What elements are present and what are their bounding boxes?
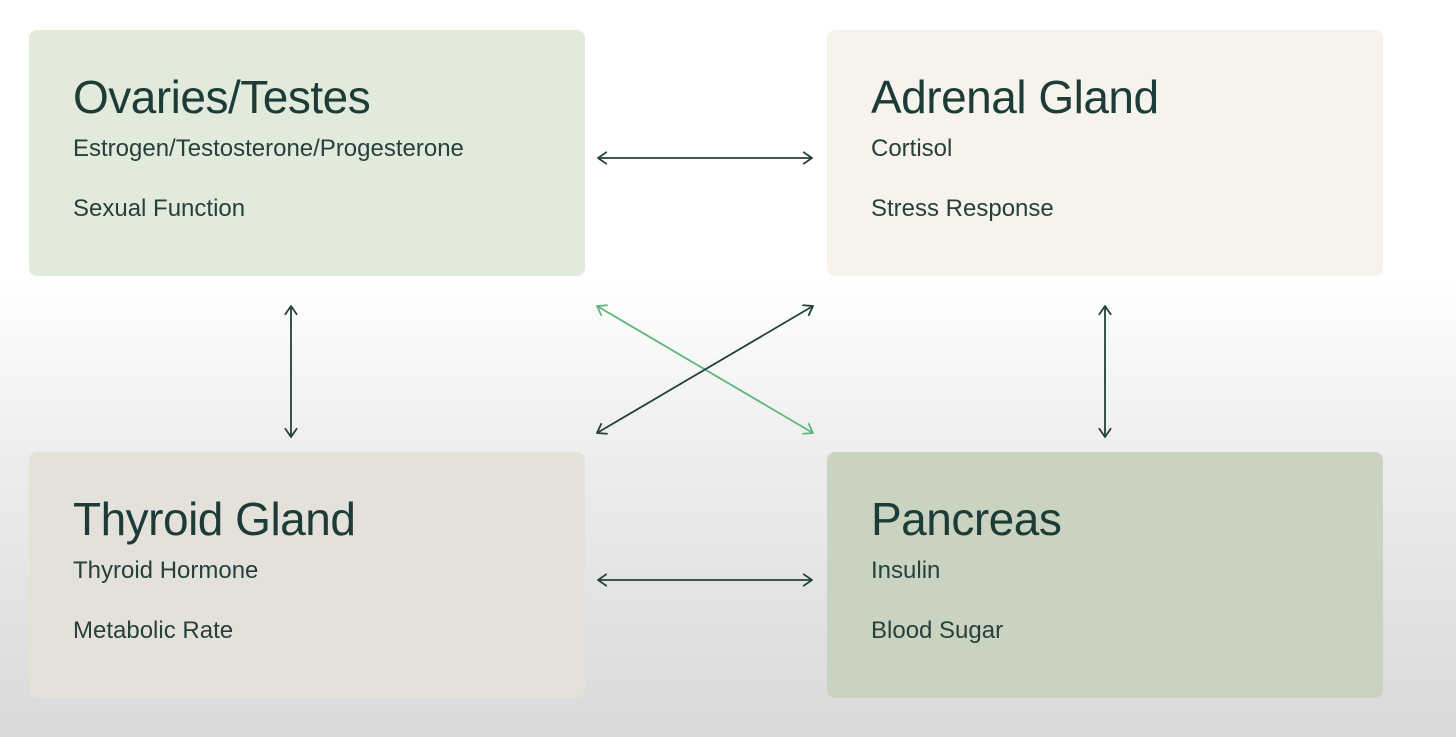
arrowhead-icon	[802, 423, 814, 435]
card-title: Adrenal Gland	[871, 71, 1159, 123]
card-function: Metabolic Rate	[73, 617, 234, 644]
connector-line	[596, 305, 814, 434]
card-thyroid-gland: Thyroid Gland Thyroid Hormone Metabolic …	[29, 452, 585, 698]
connector-line	[596, 305, 814, 434]
card-hormone: Estrogen/Testosterone/Progesterone	[73, 135, 464, 162]
card-title: Pancreas	[871, 493, 1062, 545]
arrowhead-icon	[802, 573, 813, 587]
arrowhead-icon	[1098, 305, 1112, 316]
arrowhead-icon	[284, 427, 298, 438]
card-title: Ovaries/Testes	[73, 71, 371, 123]
connector-ovaries-adrenal	[597, 151, 813, 165]
arrowhead-icon	[284, 305, 298, 316]
connector-thyroid-pancreas	[597, 573, 813, 587]
connector-adrenal-pancreas	[1098, 305, 1112, 438]
card-pancreas: Pancreas Insulin Blood Sugar	[827, 452, 1383, 698]
card-hormone: Thyroid Hormone	[73, 557, 259, 584]
arrowhead-icon	[802, 151, 813, 165]
arrowhead-icon	[596, 423, 608, 435]
arrowhead-icon	[1098, 427, 1112, 438]
card-function: Sexual Function	[73, 195, 246, 222]
arrowhead-icon	[802, 304, 814, 316]
arrowhead-icon	[597, 573, 608, 587]
arrowhead-icon	[596, 304, 608, 316]
card-function: Stress Response	[871, 195, 1054, 222]
card-hormone: Insulin	[871, 557, 941, 584]
card-hormone: Cortisol	[871, 135, 953, 162]
connector-ovaries-pancreas	[596, 304, 814, 435]
card-ovaries-testes: Ovaries/Testes Estrogen/Testosterone/Pro…	[29, 30, 585, 276]
card-function: Blood Sugar	[871, 617, 1004, 644]
card-adrenal-gland: Adrenal Gland Cortisol Stress Response	[827, 30, 1383, 276]
arrowhead-icon	[597, 151, 608, 165]
card-title: Thyroid Gland	[73, 493, 356, 545]
connector-ovaries-thyroid	[284, 305, 298, 438]
connector-adrenal-thyroid	[596, 304, 814, 435]
